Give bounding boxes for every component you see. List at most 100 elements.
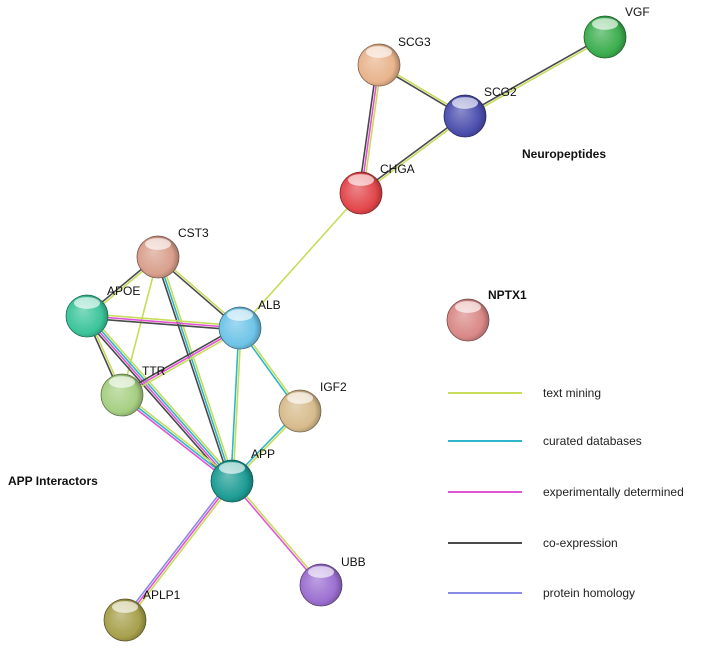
node-highlight — [73, 297, 101, 309]
edge-apoe-app[interactable] — [83, 313, 236, 484]
legend-label: experimentally determined — [543, 485, 684, 499]
edge-apoe-alb[interactable] — [86, 313, 241, 331]
edge-line-coexpression — [120, 325, 240, 394]
node-alb[interactable]: ALB — [218, 298, 281, 350]
edge-line-text — [88, 313, 236, 480]
edge-line-text — [122, 329, 242, 398]
edge-alb-app[interactable] — [230, 327, 242, 482]
edge-line-experimental — [360, 64, 380, 194]
node-highlight — [108, 376, 136, 388]
node-highlight — [307, 566, 335, 578]
app-interactors-cluster-label: APP Interactors — [8, 474, 98, 488]
edge-line-homology — [122, 479, 231, 620]
edge-line-text — [465, 37, 606, 118]
node-app[interactable]: APP — [210, 447, 275, 503]
node-highlight — [111, 601, 139, 613]
edge-line-text — [121, 256, 159, 396]
node-aplp1[interactable]: APLP1 — [103, 588, 181, 642]
node-label-scg2: SCG2 — [484, 85, 517, 99]
edge-alb-ttr[interactable] — [120, 325, 242, 398]
edge-line-experimental — [124, 480, 233, 621]
legend-item-experimental: experimentally determined — [448, 485, 684, 499]
node-scg2[interactable]: SCG2 — [443, 85, 517, 138]
node-highlight — [286, 392, 314, 404]
edge-line-curated — [157, 256, 233, 482]
node-nptx1[interactable]: NPTX1 — [446, 288, 527, 342]
node-highlight — [144, 238, 172, 250]
edge-line-experimental — [86, 315, 241, 329]
node-label-chga: CHGA — [380, 162, 415, 176]
edge-line-coexpression — [86, 317, 240, 331]
node-highlight — [591, 18, 619, 30]
neuropeptides-cluster-label: Neuropeptides — [522, 147, 606, 161]
edge-line-coexpression — [358, 64, 378, 193]
edges-layer — [83, 35, 606, 622]
edge-vgf-scg2[interactable] — [464, 35, 606, 118]
node-apoe[interactable]: APOE — [65, 284, 140, 338]
node-highlight — [454, 301, 482, 313]
edge-cst3-app[interactable] — [155, 256, 235, 482]
legend: text mining curated databases experimental… — [448, 386, 684, 600]
legend-item-curated: curated databases — [448, 434, 642, 448]
node-label-ttr: TTR — [142, 364, 166, 378]
node-highlight — [226, 309, 254, 321]
legend-label: curated databases — [543, 434, 642, 448]
edge-cst3-ttr[interactable] — [121, 256, 159, 396]
edge-line-experimental — [121, 327, 241, 396]
node-label-ubb: UBB — [341, 555, 366, 569]
edge-line-experimental — [120, 396, 232, 484]
node-label-nptx1: NPTX1 — [488, 288, 527, 302]
edge-line-coexpression — [464, 35, 605, 116]
node-igf2[interactable]: IGF2 — [278, 380, 347, 433]
edge-line-coexpression — [155, 257, 231, 482]
node-label-apoe: APOE — [107, 284, 140, 298]
edge-scg3-chga[interactable] — [358, 64, 382, 194]
edge-app-ubb[interactable] — [230, 479, 323, 587]
node-chga[interactable]: CHGA — [339, 162, 415, 215]
legend-item-homology: protein homology — [448, 586, 635, 600]
edge-line-curated — [121, 394, 233, 482]
node-label-alb: ALB — [258, 298, 281, 312]
node-highlight — [451, 97, 479, 109]
node-ttr[interactable]: TTR — [100, 364, 166, 417]
node-highlight — [218, 462, 246, 474]
node-label-cst3: CST3 — [178, 226, 209, 240]
edge-line-text — [239, 192, 362, 329]
legend-label: text mining — [543, 386, 601, 400]
edge-line-curated — [230, 327, 240, 481]
node-ubb[interactable]: UBB — [299, 555, 366, 607]
edge-chga-alb[interactable] — [239, 192, 362, 329]
legend-item-text: text mining — [448, 386, 601, 400]
legend-label: co-expression — [543, 536, 618, 550]
node-label-vgf: VGF — [625, 5, 650, 19]
edge-ttr-app[interactable] — [120, 392, 234, 484]
node-highlight — [365, 46, 393, 58]
edge-line-text — [362, 65, 382, 194]
node-highlight — [347, 174, 375, 186]
edge-line-experimental — [85, 316, 232, 483]
legend-label: protein homology — [543, 586, 635, 600]
edge-app-aplp1[interactable] — [122, 479, 235, 622]
node-label-scg3: SCG3 — [398, 35, 431, 49]
edge-line-text — [122, 392, 234, 480]
legend-item-coexpression: co-expression — [448, 536, 618, 550]
edge-line-curated — [87, 314, 234, 481]
edge-line-text — [87, 313, 241, 327]
edge-line-text — [361, 116, 467, 195]
edge-line-coexpression — [359, 114, 465, 193]
node-vgf[interactable]: VGF — [583, 5, 650, 59]
node-label-igf2: IGF2 — [320, 380, 347, 394]
node-label-aplp1: APLP1 — [143, 588, 181, 602]
edge-line-text — [159, 256, 235, 481]
edge-line-text — [126, 481, 235, 622]
edge-line-text — [232, 479, 323, 585]
node-cst3[interactable]: CST3 — [136, 226, 209, 279]
edge-line-coexpression — [83, 317, 231, 484]
node-label-app: APP — [251, 447, 275, 461]
node-scg3[interactable]: SCG3 — [357, 35, 431, 87]
edge-scg2-chga[interactable] — [359, 114, 467, 195]
edge-line-experimental — [230, 481, 321, 587]
edge-line-text — [232, 328, 242, 482]
